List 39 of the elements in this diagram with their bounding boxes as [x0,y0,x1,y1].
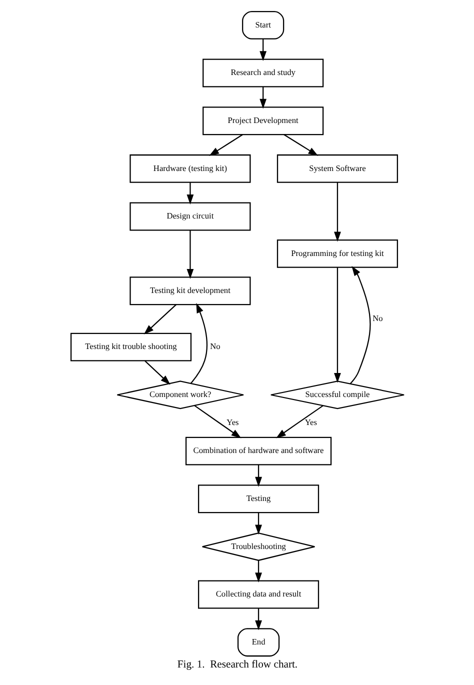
node-box: Testing [198,484,319,514]
arrow [259,39,266,61]
arrow [144,360,170,385]
arrow [190,303,207,384]
edge-label: No [210,342,220,352]
arrow [259,86,266,109]
arrow [334,268,340,383]
edge-label: Yes [226,418,238,428]
edge-label: Yes [304,418,316,428]
node-box: Project Development [202,106,324,136]
arrow [283,134,318,156]
arrow [186,182,194,204]
node-box: Combination of hardware and software [184,436,332,466]
arrow [186,230,194,279]
caption: Fig. 1. Research flow chart. [176,660,298,671]
arrow [349,266,370,384]
node-box: End [236,628,280,657]
arrow [254,464,262,487]
node-box: System Software [276,154,398,183]
arrow [254,512,262,535]
node-box: Hardware (testing kit) [129,154,250,183]
node-diamond: Component work? [116,380,244,410]
edge-label: No [372,314,382,324]
arrow [334,182,340,242]
arrow [254,608,262,630]
arrow [194,405,241,438]
arrow [143,304,176,334]
node-diamond: Troubleshooting [201,532,315,561]
node-box: Programming for testing kit [276,239,398,268]
arrow [254,560,262,582]
node-box: Testing kit development [129,276,250,306]
node-box: Design circuit [129,202,250,231]
node-box: Research and study [202,58,324,88]
node-box: Testing kit trouble shooting [70,332,192,362]
arrow [275,405,323,438]
node-diamond: Successful compile [270,380,404,410]
arrow [208,134,242,156]
node-box: Collecting data and result [198,580,319,609]
node-box: Start [242,10,284,40]
